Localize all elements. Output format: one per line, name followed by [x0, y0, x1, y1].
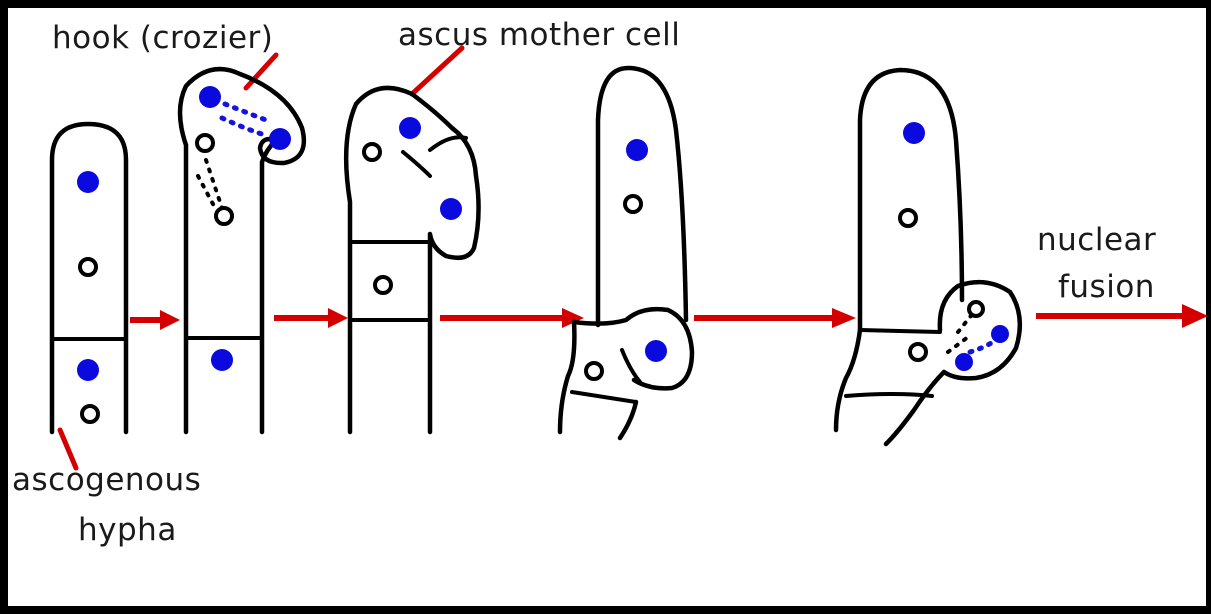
nucleus-blue [399, 117, 421, 139]
nucleus-open [375, 277, 391, 293]
nucleus-open [216, 208, 232, 224]
nucleus-open [900, 210, 916, 226]
nuclear-fusion-label-line2: fusion [1058, 269, 1155, 305]
nucleus-blue [77, 359, 99, 381]
nucleus-open [625, 196, 641, 212]
nucleus-open [910, 344, 926, 360]
nucleus-blue [903, 122, 925, 144]
nucleus-blue [955, 353, 973, 371]
nuclear-fusion-label-line1: nuclear [1037, 222, 1156, 258]
nucleus-blue [211, 349, 233, 371]
nucleus-blue [626, 139, 648, 161]
nucleus-blue [645, 340, 667, 362]
nucleus-open [364, 144, 380, 160]
nucleus-open [82, 406, 98, 422]
hook-crozier-label: hook (crozier) [52, 20, 273, 56]
nucleus-blue [991, 325, 1009, 343]
ascogenous-hypha-label-line2: hypha [78, 512, 177, 548]
nucleus-blue [77, 171, 99, 193]
nucleus-blue [440, 198, 462, 220]
nucleus-open [197, 135, 213, 151]
nucleus-open [969, 302, 983, 316]
ascogenous-hypha-label-line1: ascogenous [12, 462, 201, 498]
nucleus-blue [269, 128, 291, 150]
nucleus-open [586, 363, 602, 379]
nucleus-blue [199, 86, 221, 108]
ascus-mother-cell-label: ascus mother cell [398, 17, 680, 53]
nucleus-open [80, 259, 96, 275]
